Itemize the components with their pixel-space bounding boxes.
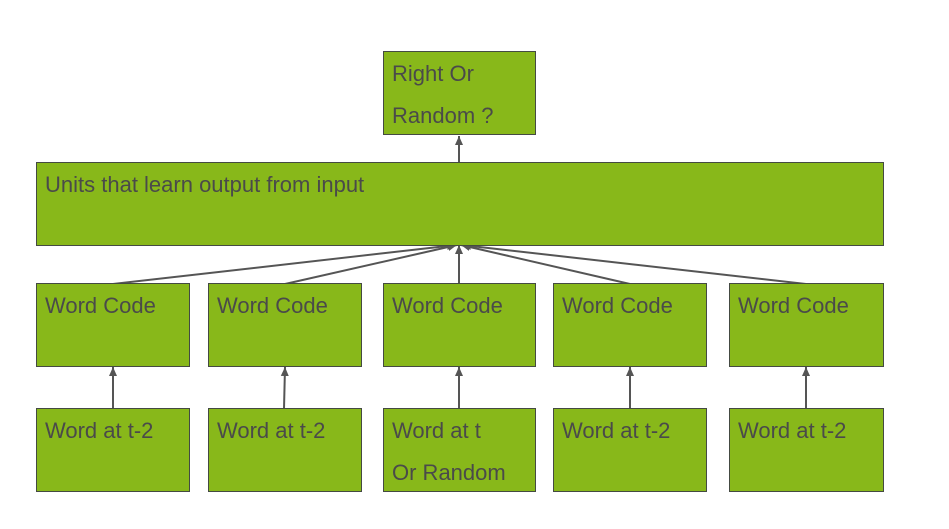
- input-word-node-4: Word at t-2: [553, 408, 707, 492]
- word-code-label: Word Code: [738, 293, 849, 318]
- hidden-layer-label: Units that learn output from input: [45, 172, 365, 197]
- input-word-line1: Word at t-2: [217, 418, 326, 443]
- input-word-node-5: Word at t-2: [729, 408, 884, 492]
- output-node-line1: Right Or: [392, 61, 474, 86]
- word-code-label: Word Code: [217, 293, 328, 318]
- input-word-node-2: Word at t-2: [208, 408, 362, 492]
- word-code-label: Word Code: [562, 293, 673, 318]
- hidden-layer-node: Units that learn output from input: [36, 162, 884, 246]
- input-word-line1: Word at t-2: [45, 418, 154, 443]
- output-node: Right Or Random ?: [383, 51, 536, 135]
- word-code-label: Word Code: [45, 293, 156, 318]
- input-word-node-3: Word at t Or Random: [383, 408, 536, 492]
- input-word-line1: Word at t-2: [738, 418, 847, 443]
- input-word-node-1: Word at t-2: [36, 408, 190, 492]
- arrow-code1-to-hidden: [112, 242, 457, 285]
- input-word-line1: Word at t-2: [562, 418, 671, 443]
- word-code-node-2: Word Code: [208, 283, 362, 367]
- word-code-label: Word Code: [392, 293, 503, 318]
- arrow-input2-to-code2: [280, 366, 289, 410]
- word-code-node-5: Word Code: [729, 283, 884, 367]
- input-word-line2: Or Random: [392, 460, 506, 485]
- arrow-code2-to-hidden: [284, 243, 458, 285]
- input-word-line1: Word at t: [392, 418, 481, 443]
- word-code-node-1: Word Code: [36, 283, 190, 367]
- output-node-line2: Random ?: [392, 103, 494, 128]
- word-code-node-4: Word Code: [553, 283, 707, 367]
- arrow-code4-to-hidden: [460, 243, 631, 285]
- arrow-code5-to-hidden: [461, 242, 807, 285]
- word-code-node-3: Word Code: [383, 283, 536, 367]
